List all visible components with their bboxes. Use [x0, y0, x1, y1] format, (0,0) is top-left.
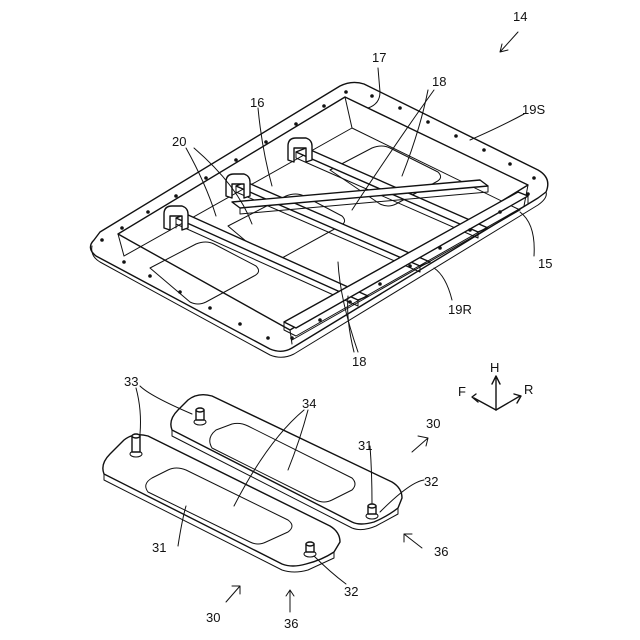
label-pins-left: 33 — [124, 374, 138, 389]
label-rear-wall: 19R — [448, 302, 472, 317]
label-rim-flange: 17 — [372, 50, 386, 65]
label-plate-left: 30 — [206, 610, 220, 625]
rear-beam — [284, 192, 528, 328]
label-assembly: 14 — [513, 9, 527, 24]
label-arrow-left: 36 — [284, 616, 298, 631]
label-plate-right-body: 31 — [358, 438, 372, 453]
label-tray-body: 15 — [538, 256, 552, 271]
label-plate-right: 30 — [426, 416, 440, 431]
label-cross-member: 16 — [250, 95, 264, 110]
orientation-triad — [472, 376, 521, 410]
tray-assembly — [90, 82, 547, 357]
axis-label-height: H — [490, 360, 499, 375]
label-arrow-right: 36 — [434, 544, 448, 559]
label-pin-left: 32 — [344, 584, 358, 599]
label-rib-top: 18 — [432, 74, 446, 89]
axis-label-front: F — [458, 384, 466, 399]
label-rib-bottom: 18 — [352, 354, 366, 369]
axis-front — [474, 398, 496, 410]
label-side-wall: 19S — [522, 102, 545, 117]
label-rail: 20 — [172, 134, 186, 149]
label-strips: 34 — [302, 396, 316, 411]
label-pin-right: 32 — [424, 474, 438, 489]
floor-recess-1 — [150, 242, 259, 304]
label-plate-left-body: 31 — [152, 540, 166, 555]
brackets — [164, 138, 312, 230]
axis-label-rear: R — [524, 382, 533, 397]
